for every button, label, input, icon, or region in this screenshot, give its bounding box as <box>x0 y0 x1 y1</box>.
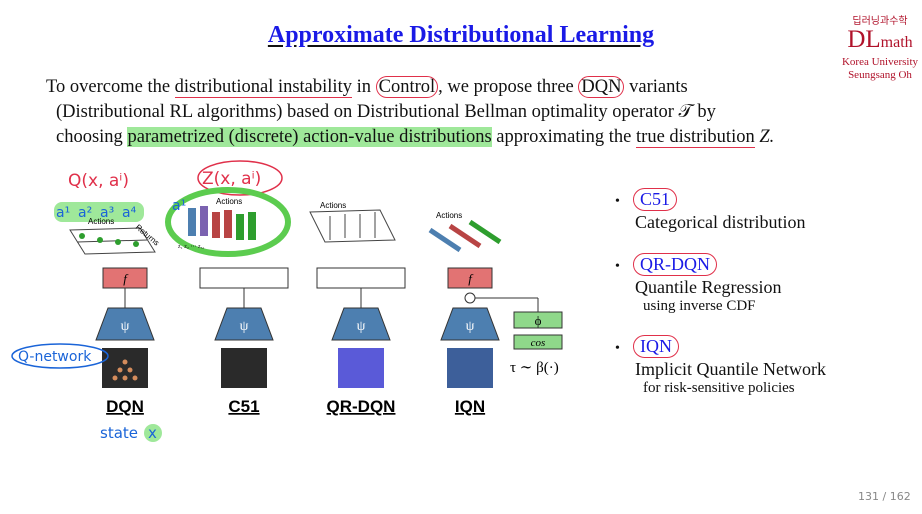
bullet-desc: Categorical distribution <box>635 211 915 233</box>
a-label-4: a⁴ <box>122 205 137 221</box>
c51-bar <box>224 210 232 238</box>
list-item-qrdqn: • QR-DQN Quantile Regression using inver… <box>615 253 915 315</box>
iqn-product-node <box>465 293 475 303</box>
c51-actions-label: Actions <box>216 197 242 206</box>
iqn-phi-label: ϕ <box>535 313 542 328</box>
logo-dlmath: DLmath <box>838 27 922 56</box>
dqn-screen <box>102 348 148 388</box>
qrdqn-psi-label: ψ <box>357 319 366 334</box>
bullet-sub: using inverse CDF <box>643 298 915 315</box>
panel-iqn: Actions f ψ ϕ cos τ ∼ β(·) IQN <box>430 211 562 416</box>
dqn-q-point <box>79 233 85 239</box>
iqn-caption: IQN <box>455 397 485 416</box>
iqn-dist-line <box>470 222 500 242</box>
state-annotation: state <box>100 424 138 442</box>
bullet-title: IQN <box>633 335 679 358</box>
algorithm-list: • C51 Categorical distribution • QR-DQN … <box>615 188 915 417</box>
iqn-screen <box>447 348 493 388</box>
iqn-tau-label: τ ∼ β(·) <box>510 360 559 376</box>
logo-university: Korea University <box>838 56 922 69</box>
dqn-actions-label: Actions <box>88 217 114 226</box>
c51-caption: C51 <box>228 397 259 416</box>
panel-c51: a¹ z₁ z₂ ⋯ z₅₁ Actions ψ C51 <box>168 190 288 416</box>
a-label-1: a¹ <box>56 205 70 221</box>
dqn-pin <box>128 368 133 373</box>
iqn-cos-label: cos <box>531 337 546 349</box>
dqn-pin <box>113 376 118 381</box>
iqn-dist-line <box>430 230 460 250</box>
c51-bar <box>200 206 208 236</box>
dqn-q-point <box>133 241 139 247</box>
c51-bar <box>212 212 220 238</box>
c51-psi-label: ψ <box>240 319 249 334</box>
panel-dqn: Actions Returns f ψ DQN <box>70 217 161 416</box>
logo: 딥러닝과수학 DLmath Korea University Seungsang… <box>838 12 922 82</box>
dqn-pin <box>118 368 123 373</box>
iqn-psi-label: ψ <box>466 319 475 334</box>
page-number: 131 / 162 <box>858 490 911 503</box>
dqn-caption: DQN <box>106 397 144 416</box>
qrdqn-grid <box>310 210 395 242</box>
bullet-sub: for risk-sensitive policies <box>643 380 915 397</box>
c51-bar <box>188 208 196 236</box>
bullet-title: QR-DQN <box>633 253 717 276</box>
slide-title: Approximate Distributional Learning <box>0 22 922 49</box>
intro-paragraph: To overcome the distributional instabili… <box>46 75 896 150</box>
c51-f-box <box>200 268 288 288</box>
annotation-q: Q(x, aⁱ) <box>68 171 129 191</box>
list-item-c51: • C51 Categorical distribution <box>615 188 915 233</box>
c51-atoms: z₁ z₂ ⋯ z₅₁ <box>178 244 205 250</box>
bullet-title: C51 <box>633 188 677 211</box>
bullet-icon: • <box>615 194 620 210</box>
c51-a-label: a¹ <box>172 198 186 214</box>
state-x: x <box>148 424 157 442</box>
para-line-2: (Distributional RL algorithms) based on … <box>46 100 896 125</box>
qnet-annotation: Q-network <box>18 349 92 365</box>
bullet-desc: Implicit Quantile Network <box>635 358 915 380</box>
iqn-actions-label: Actions <box>436 211 462 220</box>
dqn-q-point <box>97 237 103 243</box>
dqn-pin <box>123 376 128 381</box>
qrdqn-f-box <box>317 268 405 288</box>
c51-bar <box>248 212 256 240</box>
iqn-dist-line <box>450 226 480 246</box>
bullet-desc: Quantile Regression <box>635 276 915 298</box>
c51-screen <box>221 348 267 388</box>
list-item-iqn: • IQN Implicit Quantile Network for risk… <box>615 335 915 397</box>
bullet-icon: • <box>615 259 620 275</box>
bullet-icon: • <box>615 341 620 357</box>
dqn-q-point <box>115 239 121 245</box>
annotation-z: Z(x, aⁱ) <box>202 169 261 189</box>
qrdqn-screen <box>338 348 384 388</box>
architecture-diagram: Q(x, aⁱ) Z(x, aⁱ) a¹ a² a³ a⁴ Actions Re… <box>0 150 600 450</box>
dqn-pin <box>123 360 128 365</box>
para-line-3: choosing parametrized (discrete) action-… <box>46 125 896 150</box>
dqn-pin <box>133 376 138 381</box>
para-line-1: To overcome the distributional instabili… <box>46 75 896 100</box>
qrdqn-caption: QR-DQN <box>327 397 396 416</box>
panel-qrdqn: Actions ψ QR-DQN <box>310 201 405 416</box>
dqn-psi-label: ψ <box>121 319 130 334</box>
c51-bar <box>236 214 244 240</box>
logo-korean: 딥러닝과수학 <box>838 12 922 27</box>
qrdqn-actions-label: Actions <box>320 201 346 210</box>
